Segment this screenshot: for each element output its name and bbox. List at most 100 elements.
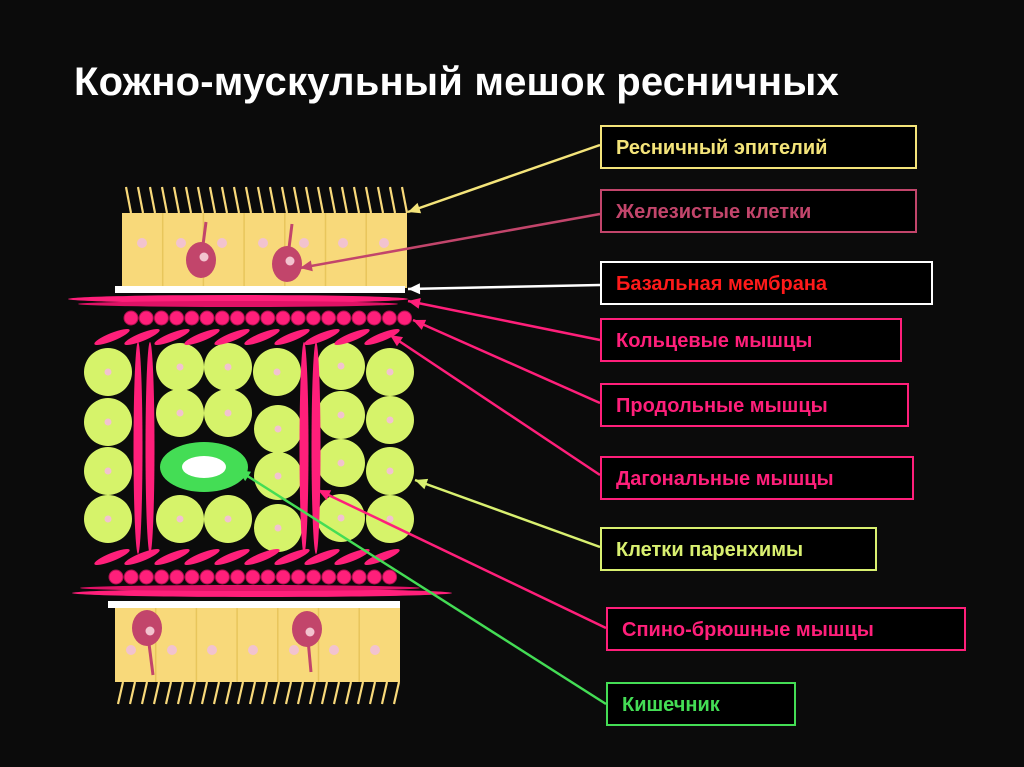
cilium [292, 186, 301, 214]
cell-nucleus [104, 515, 112, 523]
diagonal-muscle-fiber [244, 328, 280, 346]
cilium [284, 681, 293, 705]
cilium [196, 186, 205, 214]
label-text: Базальная мембрана [616, 273, 828, 295]
label-box-diagonal-muscles: Дагональные мышцы [600, 456, 914, 500]
parenchyma-layer [84, 342, 414, 552]
arrowhead [408, 202, 422, 214]
cell-nucleus [289, 645, 299, 655]
cilium [380, 681, 389, 705]
label-box-parenchyma-cells: Клетки паренхимы [600, 527, 877, 571]
epithelium-top [122, 213, 407, 288]
circular-muscle-section [275, 569, 291, 585]
cell-nucleus [274, 425, 282, 433]
label-box-circular-muscles: Кольцевые мышцы [600, 318, 902, 362]
diagonal-muscle-fiber [94, 548, 130, 566]
cilium [392, 681, 401, 705]
cilium [268, 186, 277, 214]
cell-nucleus [386, 515, 394, 523]
circular-muscle-section [381, 310, 397, 326]
leader-line [317, 488, 607, 630]
cilium [176, 681, 185, 705]
gland-nucleus [199, 252, 209, 262]
cilium [356, 681, 365, 705]
circular-muscle-section [351, 569, 367, 585]
cell-nucleus [248, 645, 258, 655]
arrowhead [238, 470, 252, 482]
label-text: Железистые клетки [616, 201, 812, 223]
circular-muscle-section [245, 310, 261, 326]
cell-nucleus [126, 645, 136, 655]
cell-nucleus [338, 238, 348, 248]
dorsoventral-muscle-fiber [133, 342, 143, 554]
circular-muscle-section [260, 310, 276, 326]
arrowhead [318, 490, 332, 501]
cilium [220, 186, 229, 214]
label-box-ciliated-epithelium: Ресничный эпителий [600, 125, 917, 169]
cell-nucleus [274, 472, 282, 480]
arrowhead [415, 478, 429, 490]
epithelium-band [115, 608, 400, 682]
label-text: Кишечник [622, 694, 720, 716]
cilia-bottom [116, 681, 401, 705]
cell-nucleus [337, 411, 345, 419]
intestine-shape [160, 442, 248, 492]
cilium [152, 681, 161, 705]
circular-muscle-section [214, 310, 230, 326]
cilium [124, 186, 133, 214]
circular-muscle-section [366, 310, 382, 326]
cell-nucleus [176, 515, 184, 523]
circular-muscle-section [245, 569, 261, 585]
diagonal-muscle-fiber [274, 328, 310, 346]
cilium [364, 186, 373, 214]
cilium [172, 186, 181, 214]
cilium [332, 681, 341, 705]
cilium [140, 681, 149, 705]
cilium [224, 681, 233, 705]
cell-nucleus [224, 515, 232, 523]
leader-line [412, 318, 601, 405]
gland-nucleus [285, 256, 295, 266]
diagonal-muscle-fiber [274, 548, 310, 566]
diagonal-muscle-fiber [184, 328, 220, 346]
circular-muscle-section [321, 569, 337, 585]
circular-muscle-section [154, 569, 170, 585]
circular-muscle-section [123, 569, 139, 585]
cell-nucleus [176, 409, 184, 417]
diagonal-muscle-layer [94, 328, 400, 566]
cell-nucleus [337, 362, 345, 370]
cell-nucleus [104, 467, 112, 475]
circular-muscle-section [184, 569, 200, 585]
cilium [128, 681, 137, 705]
dorsoventral-muscle-fiber [299, 342, 309, 554]
diagonal-muscle-fiber [334, 548, 370, 566]
circular-muscle-section [336, 569, 352, 585]
cilium [116, 681, 125, 705]
cell-nucleus [337, 459, 345, 467]
cilium [400, 186, 409, 214]
arrowhead [408, 297, 421, 309]
label-box-dorsoventral-muscles: Спино-брюшные мышцы [606, 607, 966, 651]
label-box-basal-membrane: Базальная мембрана [600, 261, 933, 305]
cell-nucleus [386, 368, 394, 376]
arrowhead [413, 319, 427, 330]
circular-muscle-section [108, 569, 124, 585]
leader-line [407, 283, 601, 291]
leader-line [414, 478, 601, 549]
cilium [256, 186, 265, 214]
leader-line [299, 212, 601, 270]
cilium [148, 186, 157, 214]
diagonal-muscle-fiber [364, 548, 400, 566]
cilium [260, 681, 269, 705]
circular-muscle-section [169, 310, 185, 326]
label-text: Кольцевые мышцы [616, 330, 813, 352]
basal-membrane [115, 286, 405, 293]
circular-muscle-section [138, 310, 154, 326]
cell-nucleus [217, 238, 227, 248]
intestine-lumen [182, 456, 226, 478]
cell-nucleus [137, 238, 147, 248]
circular-muscle-section [153, 310, 169, 326]
cell-nucleus [386, 467, 394, 475]
cilium [376, 186, 385, 214]
